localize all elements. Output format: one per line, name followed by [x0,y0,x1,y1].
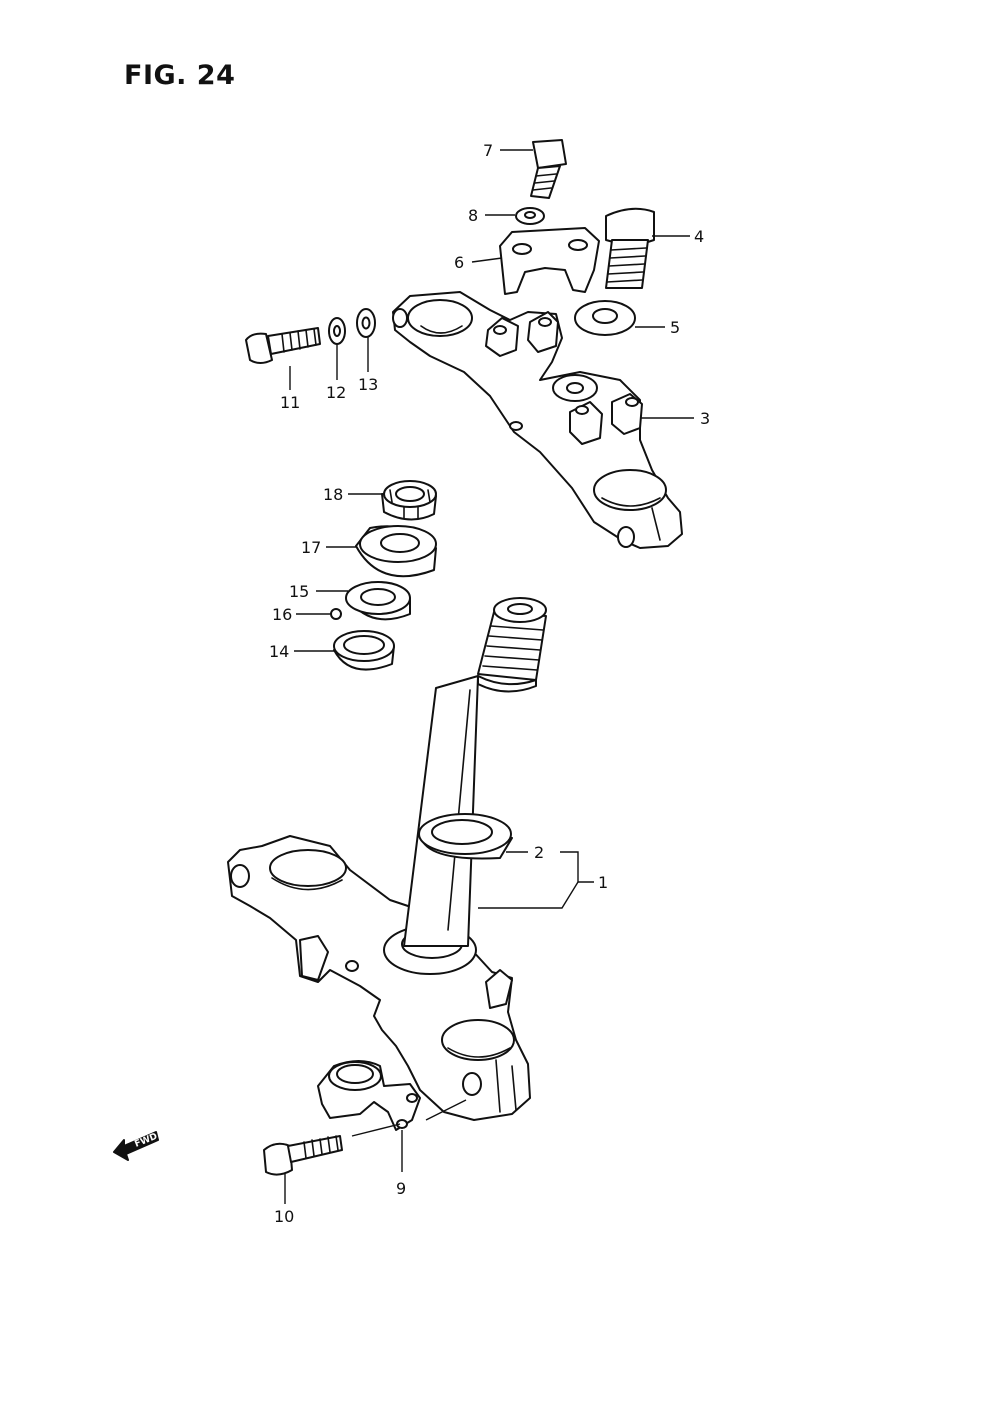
part-12-washer [328,317,346,345]
callout-9: 9 [396,1179,406,1198]
part-9-guide [317,1060,421,1131]
part-6-clamp [499,227,600,295]
callout-6: 6 [454,253,464,272]
fwd-direction-arrow: FWD [113,1131,159,1161]
callout-3: 3 [700,409,710,428]
figure-title: FIG. 24 [124,60,236,91]
callout-2: 2 [534,843,544,862]
callout-17: 17 [301,538,321,557]
part-8-washer [515,207,545,225]
callout-7: 7 [483,141,493,160]
part-15-race [345,581,411,621]
part-1-steering-stem [227,597,547,1121]
callout-11: 11 [280,393,300,412]
part-13-washer [356,308,376,338]
callout-8: 8 [468,206,478,225]
part-3-upper-bracket [392,291,683,549]
part-18-nut [381,480,437,521]
part-2-dust-seal [418,813,513,860]
fwd-label: FWD [133,1132,159,1150]
callout-16: 16 [272,605,292,624]
part-16-ball [330,608,342,620]
callout-12: 12 [326,383,346,402]
callout-14: 14 [269,642,289,661]
callout-10: 10 [274,1207,294,1226]
callout-13: 13 [358,375,378,394]
part-5-washer [574,300,636,336]
callout-labels: 7 8 6 4 5 3 11 12 13 18 17 15 16 14 2 1 … [269,141,710,1226]
part-14-race [333,630,395,671]
callout-5: 5 [670,318,680,337]
leader-lines [284,149,694,1204]
part-17-cover [355,525,437,578]
part-4-bolt [605,207,655,289]
callout-18: 18 [323,485,343,504]
part-11-bolt [245,327,321,364]
part-7-bolt [530,139,567,199]
callout-4: 4 [694,227,704,246]
callout-15: 15 [289,582,309,601]
part-10-bolt [263,1135,343,1176]
callout-1: 1 [598,873,608,892]
